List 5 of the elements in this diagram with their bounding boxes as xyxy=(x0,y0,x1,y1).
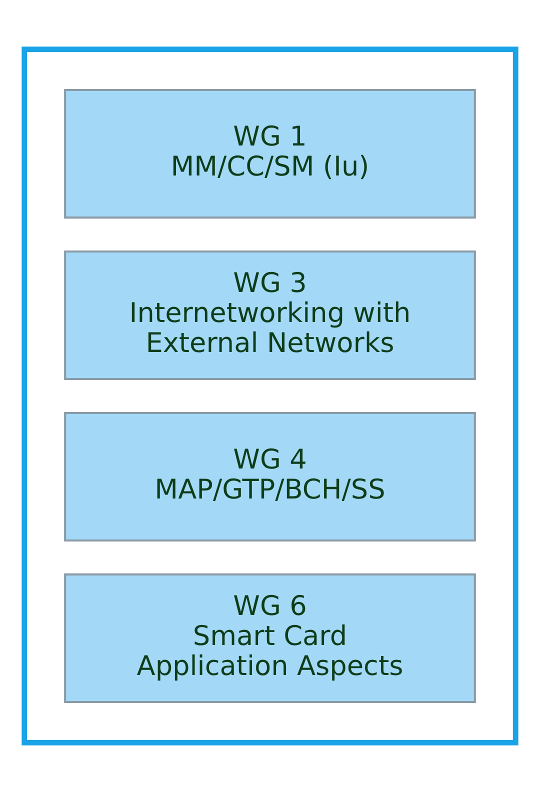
cluster xyxy=(22,46,518,745)
node-box: WG 3 Internetworking with External Networks xyxy=(64,250,476,380)
node-box: WG 1 MM/CC/SM (Iu) xyxy=(64,88,476,218)
node-box: WG 4 MAP/GTP/BCH/SS xyxy=(64,411,476,542)
node-box: WG 6 Smart Card Application Aspects xyxy=(64,572,476,703)
